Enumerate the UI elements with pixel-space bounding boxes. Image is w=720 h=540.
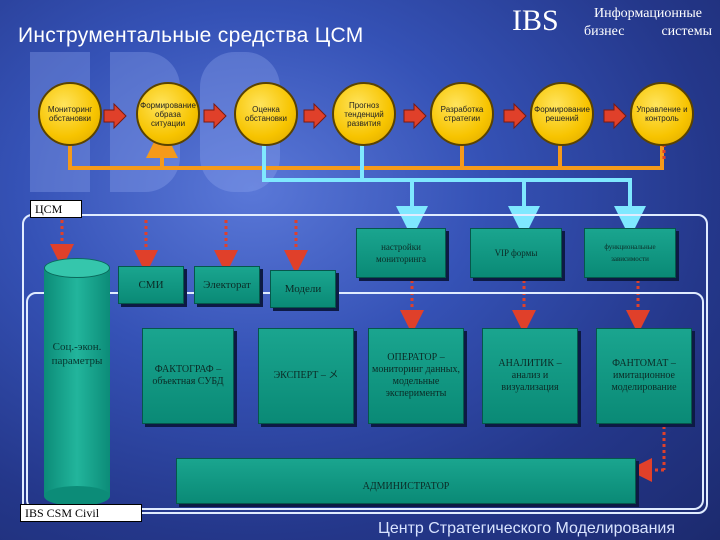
step-label: Прогноз тенденций развития [344, 100, 384, 128]
ibs-logo: IBS [512, 4, 559, 37]
step-strategy: Разработка стратегии [430, 82, 494, 146]
step-label: Мониторинг обстановки [47, 105, 93, 123]
step-situation-image: Формирование образа ситуации [136, 82, 200, 146]
step-forecast: Прогноз тенденций развития [332, 82, 396, 146]
tool-expert: ЭКСПЕРТ – メ [258, 328, 354, 424]
csm-frame-inner [26, 292, 704, 510]
step-control: Управление и контроль [630, 82, 694, 146]
brand-caption-line2: бизнес системы [578, 24, 718, 40]
tool-fantomat: ФАНТОМАТ – имитационное моделирование [596, 328, 692, 424]
cylinder-body [44, 268, 110, 496]
step-label: Формирование решений [534, 105, 590, 123]
cylinder-socio-economic-label: Соц.-экон. параметры [51, 341, 103, 367]
tool-analyst: АНАЛИТИК – анализ и визуализация [482, 328, 578, 424]
box-monitoring-settings: настройки мониторинга [356, 228, 446, 278]
box-administrator: АДМИНИСТРАТОР [176, 458, 636, 504]
box-models: Модели [270, 270, 336, 308]
step-label: Формирование образа ситуации [140, 100, 196, 128]
csm-frame-outer [22, 214, 708, 514]
page-title: Инструментальные средства ЦСМ [18, 24, 364, 47]
cylinder-top [44, 258, 110, 278]
footer-caption: Центр Стратегического Моделирования [378, 520, 676, 537]
box-vip-forms: VIP формы [470, 228, 562, 278]
tool-operator: ОПЕРАТОР – мониторинг данных, модельные … [368, 328, 464, 424]
product-label: IBS CSM Civil [20, 504, 142, 522]
step-assessment: Оценка обстановки [234, 82, 298, 146]
box-electorate: Электорат [194, 266, 260, 304]
cylinder-bottom [44, 486, 110, 506]
brand-caption-line1: Информационные [593, 6, 703, 21]
process-chevrons [103, 102, 627, 130]
step-monitoring: Мониторинг обстановки [38, 82, 102, 146]
tool-factograph: ФАКТОГРАФ – объектная СУБД [142, 328, 234, 424]
brand-caption-word-business: бизнес [584, 24, 625, 39]
box-functional-dependencies: функциональные зависимости [584, 228, 676, 278]
step-label: Разработка стратегии [440, 105, 484, 123]
step-label: Управление и контроль [636, 105, 688, 123]
step-decisions: Формирование решений [530, 82, 594, 146]
step-label: Оценка обстановки [244, 105, 288, 123]
brand-caption-word-systems: системы [661, 24, 712, 39]
csm-label: ЦСМ [30, 200, 82, 218]
box-media: СМИ [118, 266, 184, 304]
